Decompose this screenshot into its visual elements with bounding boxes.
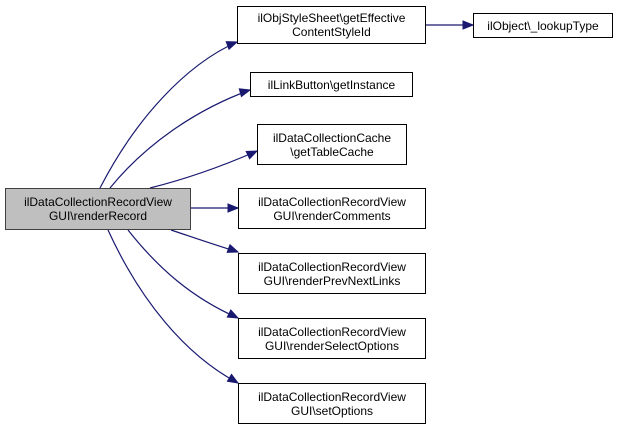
node-get-effective-content-style-id-line-2: ContentStyleId bbox=[292, 25, 371, 39]
node-render-prev-next-links[interactable]: ilDataCollectionRecordView GUI\renderPre… bbox=[238, 253, 426, 294]
node-render-comments-line-1: ilDataCollectionRecordView bbox=[258, 194, 406, 209]
edge-root-to-get-table-cache bbox=[149, 150, 258, 189]
node-render-comments-line-2: GUI\renderComments bbox=[273, 208, 391, 223]
node-get-instance-line-1: ilLinkButton\getInstance bbox=[267, 77, 396, 92]
node-set-options-line-1: ilDataCollectionRecordView bbox=[258, 389, 406, 404]
edge-get-effective-content-style-id-to-lookup-type-arrowhead bbox=[462, 20, 475, 30]
node-render-prev-next-links-line-2: GUI\renderPrevNextLinks bbox=[263, 273, 401, 288]
edge-root-to-get-table-cache-arrowhead bbox=[245, 150, 259, 160]
node-get-instance[interactable]: ilLinkButton\getInstance bbox=[250, 72, 413, 97]
edge-root-to-render-select-options-arrowhead bbox=[226, 309, 240, 319]
edge-root-to-render-comments-arrowhead bbox=[227, 203, 240, 213]
node-get-table-cache-line-2: \getTableCache bbox=[290, 144, 374, 159]
node-lookup-type[interactable]: ilObject\_lookupType bbox=[473, 13, 613, 38]
edge-root-to-get-instance bbox=[109, 89, 251, 189]
node-render-prev-next-links-line-1: ilDataCollectionRecordView bbox=[258, 259, 406, 274]
edge-root-to-get-instance-arrowhead bbox=[238, 88, 252, 98]
edge-root-to-set-options bbox=[107, 229, 239, 384]
node-render-select-options-line-2: GUI\renderSelectOptions bbox=[264, 338, 400, 353]
edge-root-to-get-effective-content-style-id bbox=[99, 41, 238, 189]
node-render-comments[interactable]: ilDataCollectionRecordView GUI\renderCom… bbox=[238, 188, 426, 229]
node-get-effective-content-style-id-line-1: ilObjStyleSheet\getEffective bbox=[257, 11, 406, 25]
edge-root-to-get-effective-content-style-id-arrowhead bbox=[225, 41, 239, 51]
node-render-select-options[interactable]: ilDataCollectionRecordView GUI\renderSel… bbox=[238, 318, 426, 359]
edge-root-to-render-prev-next-links bbox=[170, 229, 239, 253]
node-get-table-cache-line-1: ilDataCollectionCache bbox=[272, 130, 392, 145]
node-render-select-options-line-1: ilDataCollectionRecordView bbox=[258, 324, 406, 339]
node-root-line-1: ilDataCollectionRecordView bbox=[24, 195, 172, 209]
edge-root-to-set-options-arrowhead bbox=[226, 373, 240, 384]
node-root: ilDataCollectionRecordView GUI\renderRec… bbox=[5, 188, 191, 230]
node-root-line-2: GUI\renderRecord bbox=[48, 209, 148, 223]
node-get-table-cache[interactable]: ilDataCollectionCache \getTableCache bbox=[257, 124, 407, 165]
edge-root-to-render-prev-next-links-arrowhead bbox=[226, 243, 240, 253]
node-lookup-type-line-1: ilObject\_lookupType bbox=[487, 18, 599, 33]
node-get-effective-content-style-id[interactable]: ilObjStyleSheet\getEffective ContentStyl… bbox=[237, 6, 426, 44]
node-set-options[interactable]: ilDataCollectionRecordView GUI\setOption… bbox=[238, 383, 426, 424]
edge-root-to-render-select-options bbox=[127, 229, 239, 319]
node-set-options-line-2: GUI\setOptions bbox=[290, 403, 374, 418]
